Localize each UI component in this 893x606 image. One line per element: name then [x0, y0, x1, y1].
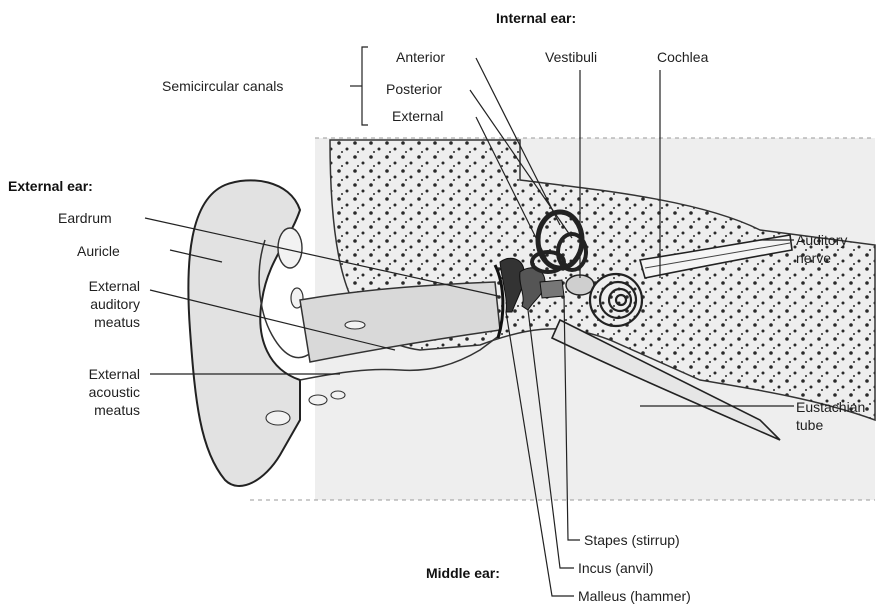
anterior-label: Anterior — [396, 48, 445, 66]
incus-label: Incus (anvil) — [578, 559, 653, 577]
malleus-label: Malleus (hammer) — [578, 587, 691, 605]
eardrum-label: Eardrum — [58, 209, 112, 227]
stapes-bone — [540, 280, 564, 298]
external-ear-heading: External ear: — [8, 178, 93, 194]
cartilage-ring-4 — [266, 411, 290, 425]
middle-ear-heading: Middle ear: — [426, 565, 500, 581]
cartilage-ring-2 — [309, 395, 327, 405]
external-auditory-meatus-label: External auditory meatus — [70, 277, 140, 331]
vestibuli-label: Vestibuli — [545, 48, 597, 66]
cartilage-ring-3 — [331, 391, 345, 399]
semicircular-canals-label: Semicircular canals — [162, 77, 283, 95]
auricle-label: Auricle — [77, 242, 120, 260]
cartilage-ring-1 — [345, 321, 365, 329]
internal-ear-heading: Internal ear: — [496, 10, 576, 26]
stapes-label: Stapes (stirrup) — [584, 531, 680, 549]
cochlea-label: Cochlea — [657, 48, 708, 66]
auditory-nerve-label: Auditory nerve — [796, 231, 847, 267]
external-canal-label: External — [392, 107, 443, 125]
posterior-label: Posterior — [386, 80, 442, 98]
external-acoustic-meatus-label: External acoustic meatus — [60, 365, 140, 419]
auricle-shape — [188, 180, 300, 486]
eustachian-tube-label: Eustachian tube — [796, 398, 865, 434]
